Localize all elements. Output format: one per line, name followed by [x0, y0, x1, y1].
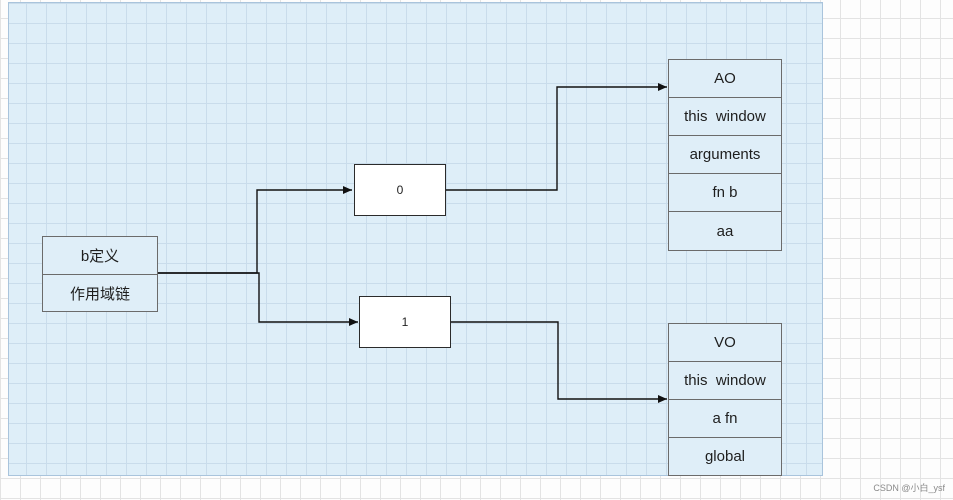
vo-row-a-fn: a fn [669, 400, 781, 438]
ao-row-aa: aa [716, 222, 734, 240]
ao-table[interactable]: AO this window arguments fn b aa [668, 59, 782, 251]
node-1-label: 1 [401, 315, 409, 329]
scope-chain-row: 作用域链 [69, 286, 130, 303]
vo-table[interactable]: VO this window a fn global [668, 323, 782, 476]
b-definition-table[interactable]: b定义 作用域链 [42, 236, 158, 312]
ao-row-this: this window [669, 98, 781, 136]
b-definition-title: b定义 [43, 237, 157, 275]
ao-title: AO [669, 60, 781, 98]
node-0-label: 0 [396, 183, 404, 197]
vo-row-global: global [704, 448, 746, 465]
node-0[interactable]: 0 [354, 164, 446, 216]
vo-title: VO [669, 324, 781, 362]
node-1[interactable]: 1 [359, 296, 451, 348]
ao-row-arguments: arguments [669, 136, 781, 174]
ao-row-fn-b: fn b [669, 174, 781, 212]
vo-row-this: this window [669, 362, 781, 400]
watermark: CSDN @小白_ysf [873, 483, 945, 493]
